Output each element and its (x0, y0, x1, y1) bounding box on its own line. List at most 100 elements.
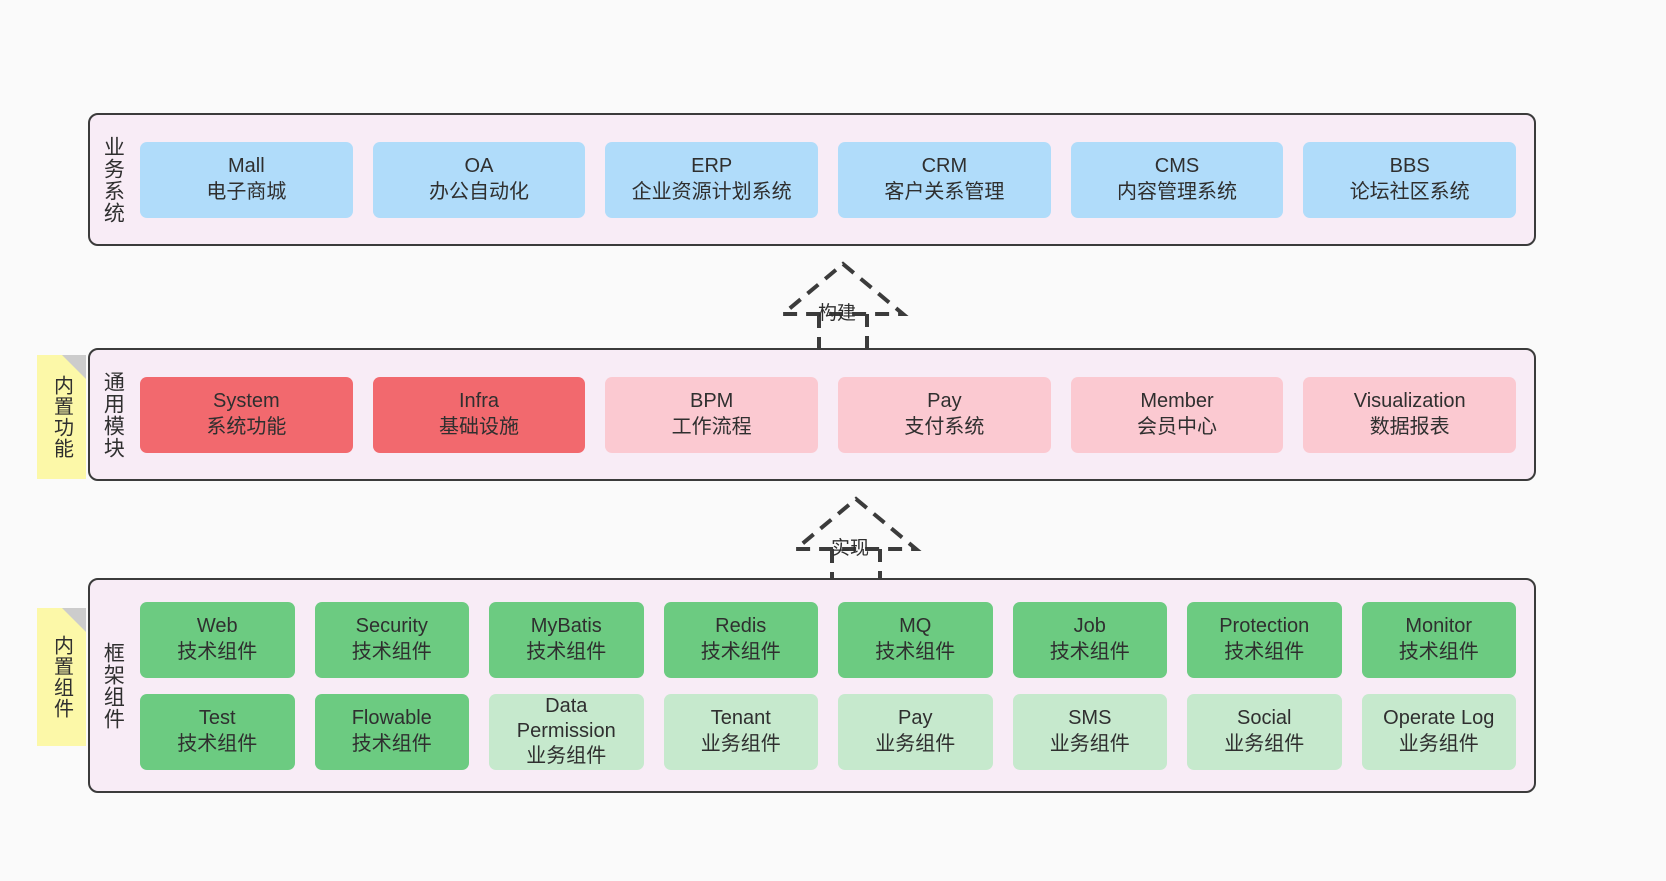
card-test[interactable]: Test 技术组件 (140, 693, 295, 770)
card-title-en: CMS (1154, 155, 1200, 178)
card-redis[interactable]: Redis 技术组件 (663, 601, 818, 678)
section-label-framework-components: 框架组件 (101, 641, 125, 730)
card-flowable[interactable]: Flowable 技术组件 (314, 693, 469, 770)
connector-build-glyph (777, 261, 909, 356)
card-pay-business[interactable]: Pay 业务组件 (838, 693, 993, 770)
section-framework-components: 框架组件 Web 技术组件 Security 技术组件 MyBatis 技术组件… (88, 578, 1536, 793)
card-title-cn: 技术组件 (1224, 640, 1305, 663)
card-title-en: Member (1140, 390, 1214, 413)
card-job[interactable]: Job 技术组件 (1012, 601, 1167, 678)
card-title-en: MyBatis (530, 615, 602, 638)
connector-build: 构建 (755, 258, 935, 356)
section-body-business-systems: Mall 电子商城 OA 办公自动化 ERP 企业资源计划系统 CRM 客户关系… (134, 115, 1534, 244)
card-row: System 系统功能 Infra 基础设施 BPM 工作流程 Pay 支付系统… (140, 376, 1517, 453)
card-title-cn: 业务组件 (700, 732, 781, 755)
card-title-en: Pay (898, 707, 933, 730)
card-cms[interactable]: CMS 内容管理系统 (1070, 141, 1284, 218)
card-title-en: Test (198, 707, 236, 730)
card-erp[interactable]: ERP 企业资源计划系统 (605, 141, 819, 218)
card-title-en: Visualization (1353, 390, 1466, 413)
card-operate-log[interactable]: Operate Log 业务组件 (1361, 693, 1516, 770)
card-title-cn: 内容管理系统 (1117, 180, 1238, 203)
card-title-cn: 业务组件 (1049, 732, 1130, 755)
card-title-en: Data Permission (516, 694, 616, 742)
card-title-en: BPM (690, 390, 734, 413)
card-web[interactable]: Web 技术组件 (140, 601, 295, 678)
card-title-cn: 技术组件 (1049, 640, 1130, 663)
card-title-cn: 技术组件 (700, 640, 781, 663)
card-title-cn: 办公自动化 (429, 180, 529, 203)
card-title-cn: 业务组件 (1398, 732, 1479, 755)
card-title-cn: 技术组件 (177, 640, 258, 663)
section-common-modules: 通用模块 System 系统功能 Infra 基础设施 BPM 工作流程 Pay… (88, 348, 1536, 481)
sticky-fold-icon (62, 608, 86, 632)
card-title-en: Pay (927, 390, 962, 413)
card-title-en: BBS (1389, 155, 1430, 178)
card-title-en: System (212, 390, 280, 413)
card-title-en: Security (355, 615, 428, 638)
card-title-en: Monitor (1405, 615, 1473, 638)
card-title-cn: 客户关系管理 (884, 180, 1005, 203)
card-title-cn: 业务组件 (875, 732, 956, 755)
card-social[interactable]: Social 业务组件 (1187, 693, 1342, 770)
card-title-cn: 系统功能 (206, 415, 287, 438)
card-protection[interactable]: Protection 技术组件 (1187, 601, 1342, 678)
connector-implement-label: 实现 (831, 538, 870, 559)
card-title-en: Tenant (710, 707, 771, 730)
card-infra[interactable]: Infra 基础设施 (372, 376, 586, 453)
section-body-common-modules: System 系统功能 Infra 基础设施 BPM 工作流程 Pay 支付系统… (134, 350, 1534, 479)
card-oa[interactable]: OA 办公自动化 (372, 141, 586, 218)
card-title-en: ERP (691, 155, 733, 178)
card-title-en: SMS (1068, 707, 1112, 730)
card-title-cn: 技术组件 (526, 640, 607, 663)
card-bbs[interactable]: BBS 论坛社区系统 (1303, 141, 1517, 218)
sticky-note-label: 内置功能 (50, 375, 73, 459)
card-member[interactable]: Member 会员中心 (1070, 376, 1284, 453)
connector-build-label: 构建 (818, 303, 857, 324)
card-title-cn: 技术组件 (177, 732, 258, 755)
sticky-note-builtin-components: 内置组件 (37, 608, 86, 746)
card-mybatis[interactable]: MyBatis 技术组件 (489, 601, 644, 678)
card-title-en: MQ (899, 615, 932, 638)
card-mq[interactable]: MQ 技术组件 (838, 601, 993, 678)
card-title-en: Flowable (351, 707, 432, 730)
section-body-framework-components: Web 技术组件 Security 技术组件 MyBatis 技术组件 Redi… (134, 580, 1534, 791)
card-system[interactable]: System 系统功能 (140, 376, 353, 453)
card-title-en: Operate Log (1383, 707, 1495, 730)
card-row: Mall 电子商城 OA 办公自动化 ERP 企业资源计划系统 CRM 客户关系… (140, 141, 1517, 218)
card-data-permission[interactable]: Data Permission 业务组件 (489, 693, 644, 770)
card-title-cn: 工作流程 (671, 415, 752, 438)
card-visualization[interactable]: Visualization 数据报表 (1303, 376, 1517, 453)
card-title-cn: 会员中心 (1137, 415, 1218, 438)
section-business-systems: 业务系统 Mall 电子商城 OA 办公自动化 ERP 企业资源计划系统 CRM… (88, 113, 1536, 246)
card-title-cn: 技术组件 (351, 732, 432, 755)
card-tenant[interactable]: Tenant 业务组件 (663, 693, 818, 770)
card-security[interactable]: Security 技术组件 (314, 601, 469, 678)
section-label-common-modules: 通用模块 (101, 370, 125, 459)
card-title-en: Job (1073, 615, 1106, 638)
card-title-en: OA (464, 155, 494, 178)
card-title-cn: 论坛社区系统 (1349, 180, 1470, 203)
card-title-en: Mall (228, 155, 265, 178)
card-title-en: Redis (715, 615, 767, 638)
card-monitor[interactable]: Monitor 技术组件 (1361, 601, 1516, 678)
card-bpm[interactable]: BPM 工作流程 (605, 376, 819, 453)
sticky-note-builtin-functions: 内置功能 (37, 355, 86, 479)
card-title-cn: 企业资源计划系统 (631, 180, 792, 203)
card-row: Web 技术组件 Security 技术组件 MyBatis 技术组件 Redi… (140, 601, 1516, 678)
card-crm[interactable]: CRM 客户关系管理 (838, 141, 1051, 218)
card-title-cn: 技术组件 (351, 640, 432, 663)
card-title-en: Infra (458, 390, 500, 413)
card-title-cn: 技术组件 (875, 640, 956, 663)
card-title-cn: 技术组件 (1398, 640, 1479, 663)
card-mall[interactable]: Mall 电子商城 (140, 141, 353, 218)
card-title-cn: 业务组件 (1224, 732, 1305, 755)
sticky-note-label: 内置组件 (50, 635, 73, 719)
card-title-en: Social (1237, 707, 1292, 730)
card-title-en: CRM (921, 155, 968, 178)
card-pay[interactable]: Pay 支付系统 (838, 376, 1051, 453)
card-sms[interactable]: SMS 业务组件 (1012, 693, 1167, 770)
sticky-fold-icon (62, 355, 86, 379)
card-title-cn: 数据报表 (1369, 415, 1450, 438)
